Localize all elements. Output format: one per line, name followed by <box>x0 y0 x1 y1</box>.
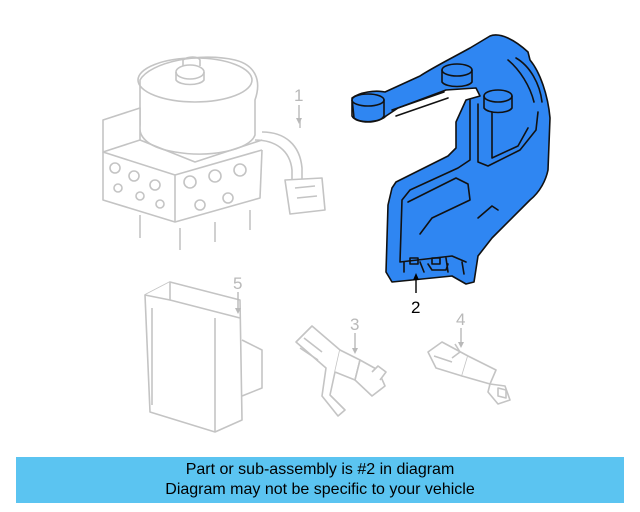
callout-2: 2 <box>411 298 420 317</box>
info-banner: Part or sub-assembly is #2 in diagram Di… <box>16 457 624 503</box>
callout-1: 1 <box>294 86 303 105</box>
part-4-speed-sensor <box>427 341 511 405</box>
callout-4: 4 <box>456 310 465 329</box>
banner-line-disclaimer: Diagram may not be specific to your vehi… <box>165 481 475 498</box>
part-5-control-module <box>144 281 263 433</box>
part-3-speed-sensor <box>295 325 387 417</box>
parts-diagram: 1 2 3 4 5 <box>102 34 551 433</box>
part-1-abs-modulator <box>102 56 326 250</box>
callout-3: 3 <box>350 315 359 334</box>
callout-5: 5 <box>233 274 242 293</box>
part-2-mounting-bracket <box>351 34 551 285</box>
callout-leaders <box>235 105 464 354</box>
banner-line-part-info: Part or sub-assembly is #2 in diagram <box>185 461 455 478</box>
